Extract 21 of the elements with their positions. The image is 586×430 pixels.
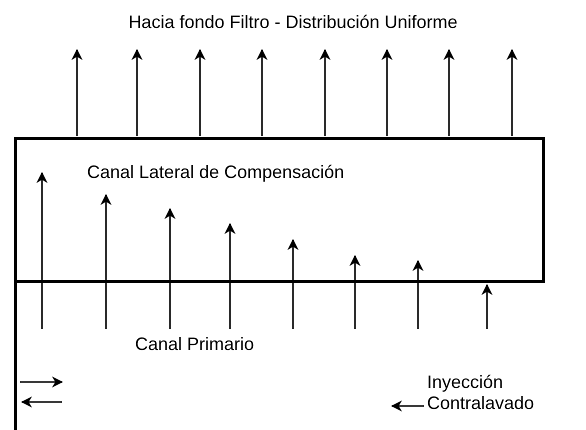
arrow bbox=[390, 400, 424, 412]
arrow bbox=[506, 48, 518, 136]
arrow bbox=[71, 48, 83, 136]
arrow bbox=[381, 48, 393, 136]
arrow bbox=[164, 208, 176, 329]
arrow bbox=[349, 254, 361, 329]
arrow bbox=[319, 48, 331, 136]
arrow bbox=[131, 48, 143, 136]
arrow bbox=[412, 260, 424, 329]
arrow bbox=[36, 172, 48, 329]
arrow bbox=[481, 284, 493, 329]
arrow bbox=[194, 48, 206, 136]
inlet-label: Inyección Contralavado bbox=[427, 372, 536, 414]
arrow bbox=[100, 194, 112, 329]
channel-label: Canal Lateral de Compensación bbox=[87, 162, 344, 183]
arrow bbox=[224, 222, 236, 329]
arrow bbox=[287, 238, 299, 329]
arrow bbox=[443, 48, 455, 136]
channel-label: Canal Primario bbox=[135, 334, 254, 355]
arrow bbox=[256, 48, 268, 136]
heading-text: Hacia fondo Filtro - Distribución Uniforme bbox=[127, 12, 459, 33]
